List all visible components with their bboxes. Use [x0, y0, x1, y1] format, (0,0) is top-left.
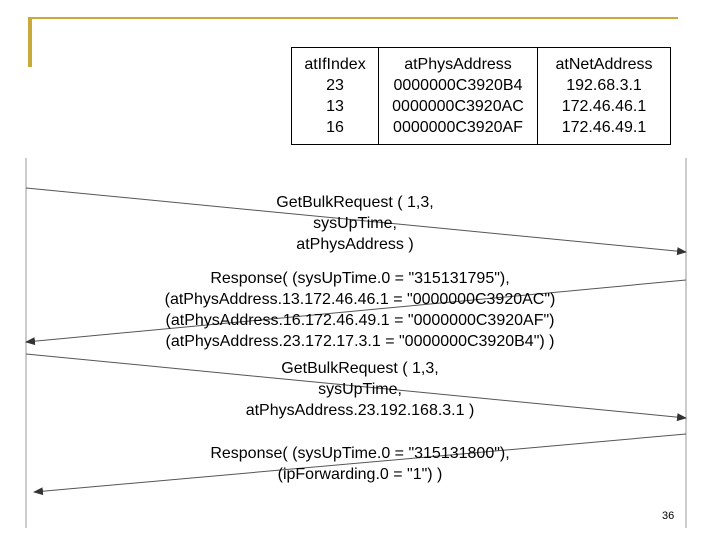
response-label-2: Response( (sysUpTime.0 = "315131800"), (… [190, 443, 530, 485]
table-cell: 172.46.46.1 [537, 96, 671, 117]
msg-line: (atPhysAddress.13.172.46.46.1 = "0000000… [164, 291, 556, 308]
title-accent-line [28, 17, 678, 19]
table-cell: 0000000C3920B4 [378, 75, 538, 96]
header-atnetaddress: atNetAddress [537, 47, 671, 75]
table-cell: 192.68.3.1 [537, 75, 671, 96]
msg-line: GetBulkRequest ( 1,3, [276, 194, 434, 211]
request-arrow-1 [25, 187, 687, 256]
msg-line: atPhysAddress.23.192.168.3.1 ) [245, 402, 475, 419]
table-row: 13 0000000C3920AC 172.46.46.1 [291, 96, 671, 117]
header-atifindex: atIfIndex [291, 47, 379, 75]
msg-line: (atPhysAddress.23.172.17.3.1 = "0000000C… [165, 333, 555, 350]
msg-line: (atPhysAddress.16.172.46.49.1 = "0000000… [165, 312, 555, 329]
request-arrow-2 [25, 353, 687, 422]
table-cell: 0000000C3920AF [378, 117, 538, 145]
table-cell: 16 [291, 117, 379, 145]
msg-line: Response( (sysUpTime.0 = "315131795"), [210, 270, 510, 287]
table-row: 16 0000000C3920AF 172.46.49.1 [291, 117, 671, 145]
table-cell: 172.46.49.1 [537, 117, 671, 145]
address-translation-table: atIfIndex atPhysAddress atNetAddress 23 … [291, 47, 671, 145]
request-label-2: GetBulkRequest ( 1,3, sysUpTime, atPhysA… [220, 358, 500, 421]
response-arrow-1 [25, 279, 687, 346]
table-cell: 0000000C3920AC [378, 96, 538, 117]
response-arrow-2 [33, 433, 687, 496]
title-accent-bar [28, 17, 32, 67]
table-row: 23 0000000C3920B4 192.68.3.1 [291, 75, 671, 96]
msg-line: GetBulkRequest ( 1,3, [281, 360, 439, 377]
response-label-1: Response( (sysUpTime.0 = "315131795"), (… [140, 268, 580, 352]
msg-line: Response( (sysUpTime.0 = "315131800"), [210, 445, 510, 462]
table-header-row: atIfIndex atPhysAddress atNetAddress [291, 47, 671, 75]
header-atphysaddress: atPhysAddress [378, 47, 538, 75]
msg-line: sysUpTime, [313, 215, 397, 232]
page-number: 36 [662, 510, 675, 522]
msg-line: sysUpTime, [318, 381, 402, 398]
msg-line: (ipForwarding.0 = "1") ) [277, 466, 443, 483]
request-label-1: GetBulkRequest ( 1,3, sysUpTime, atPhysA… [240, 192, 470, 255]
msg-line: atPhysAddress ) [296, 236, 414, 253]
